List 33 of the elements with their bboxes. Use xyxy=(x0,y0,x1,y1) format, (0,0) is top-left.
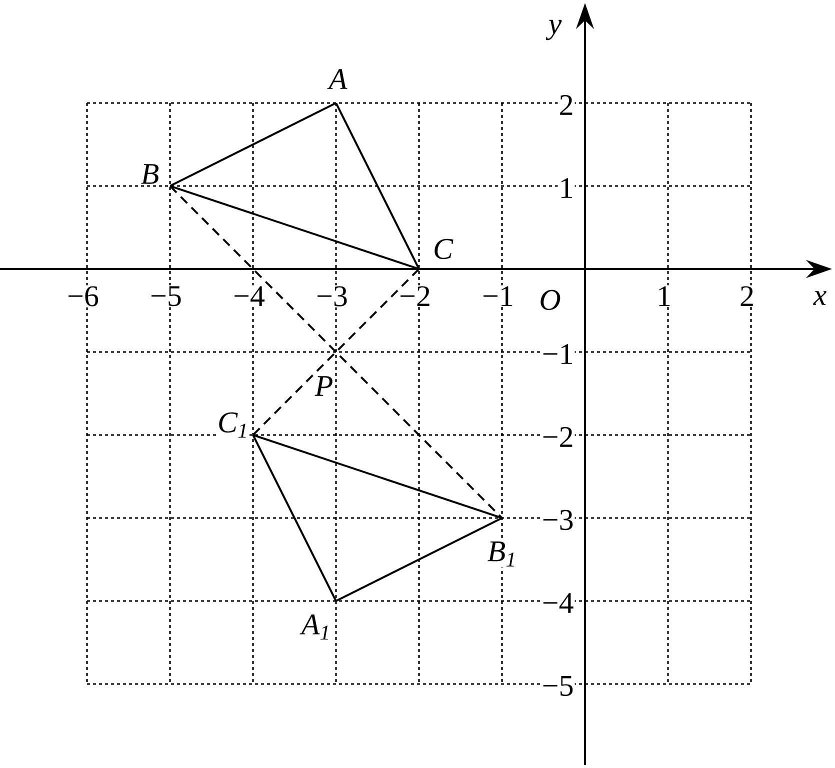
axis-label: y xyxy=(546,18,563,42)
tick-label: −3 xyxy=(540,508,575,532)
tick-label: 1 xyxy=(656,285,672,307)
triangle-side xyxy=(170,185,420,270)
tick-label: 2 xyxy=(738,285,756,308)
tick-label: −6 xyxy=(66,285,100,308)
triangle-side xyxy=(252,434,337,602)
point-label: P xyxy=(314,375,334,397)
tick-label: −5 xyxy=(149,285,183,308)
triangle-side xyxy=(335,102,420,270)
dashed-line xyxy=(170,185,503,518)
tick-label: −4 xyxy=(540,592,575,614)
point-label: C$_{1}$ xyxy=(216,411,250,439)
tick-label: −4 xyxy=(232,285,266,307)
axis-label: x xyxy=(812,290,828,306)
triangle-side xyxy=(170,102,336,187)
point-label: B$_{1}$ xyxy=(486,540,518,568)
tick-label: −1 xyxy=(540,343,575,365)
point-label: A xyxy=(327,68,348,90)
tick-label: −2 xyxy=(398,285,432,308)
dashed-line xyxy=(252,268,420,436)
point-label: A$_{1}$ xyxy=(300,613,332,641)
point-label: C xyxy=(432,238,454,260)
origin-label: O xyxy=(538,288,562,312)
triangle-side xyxy=(252,434,502,519)
point-label: B xyxy=(140,163,160,185)
tick-label: −5 xyxy=(540,675,575,697)
tick-label: −3 xyxy=(315,285,349,308)
tick-label: −1 xyxy=(481,285,515,307)
triangle-side xyxy=(336,517,502,602)
tick-label: 1 xyxy=(558,177,575,199)
tick-label: 2 xyxy=(558,94,575,116)
tick-label: −2 xyxy=(540,426,575,448)
